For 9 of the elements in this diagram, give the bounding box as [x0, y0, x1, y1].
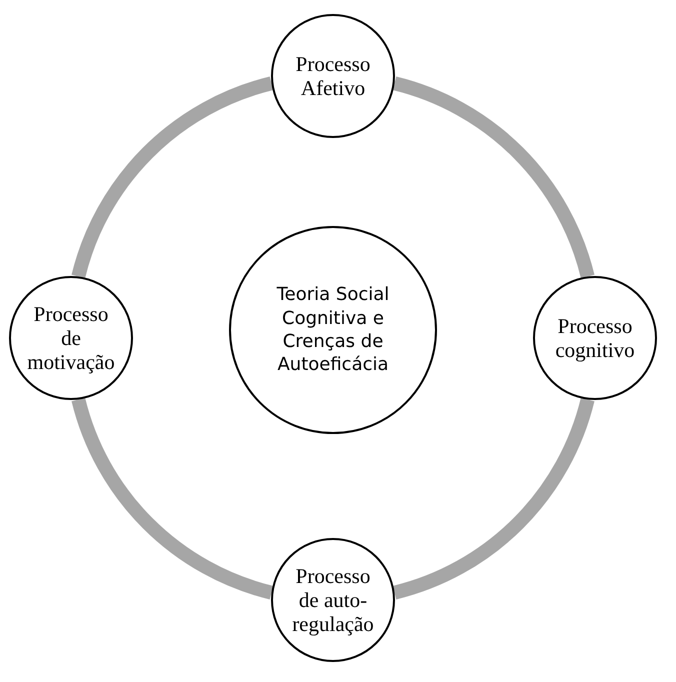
node-label: Processo de auto-regulação: [291, 564, 375, 636]
node-label: Processo Afetivo: [294, 52, 372, 100]
ring-arc: [392, 398, 594, 600]
node-label: Processo cognitivo: [554, 314, 636, 362]
ring-arc: [72, 398, 274, 600]
node-label: Teoria Social Cognitiva e Crenças de Autoeficácia: [276, 283, 390, 377]
node-label: Processo de motivação: [26, 302, 116, 374]
ring-arc: [392, 76, 594, 278]
ring-arc: [72, 76, 274, 278]
